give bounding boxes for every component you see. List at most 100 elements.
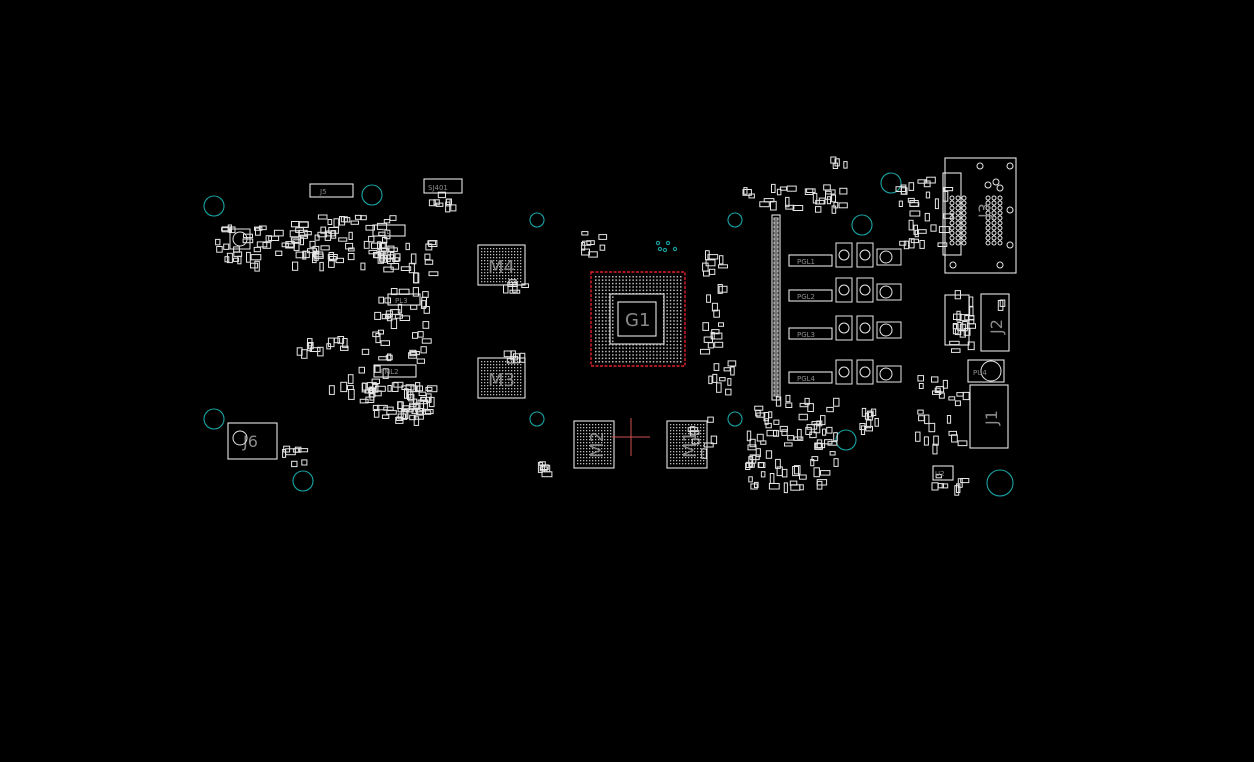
m3-label: M3 — [488, 370, 515, 391]
pgl3-outline[interactable] — [788, 327, 833, 340]
ball — [703, 427, 705, 429]
ball — [520, 275, 522, 277]
pgl1-outline[interactable] — [788, 254, 833, 267]
m4-chip[interactable]: M4 — [477, 244, 526, 286]
ball — [697, 430, 699, 432]
m1-chip[interactable]: M1 — [666, 420, 708, 469]
ball — [586, 430, 588, 432]
ball — [604, 424, 606, 426]
ball — [583, 436, 585, 438]
smd-pad — [256, 241, 268, 248]
smd-pad — [307, 248, 317, 254]
ball — [632, 276, 634, 278]
ball — [598, 439, 600, 441]
ball — [514, 254, 516, 256]
ball — [679, 457, 681, 459]
m3-chip[interactable]: M3 — [477, 357, 526, 399]
ball — [673, 279, 675, 281]
ball — [691, 442, 693, 444]
ball — [520, 376, 522, 378]
smd-pad — [745, 461, 753, 468]
g1-gpu[interactable]: G1 — [590, 271, 686, 367]
ball — [514, 269, 516, 271]
ball — [607, 460, 609, 462]
ball — [669, 330, 672, 332]
j3-pin — [961, 210, 967, 216]
mosfet-pad — [838, 322, 850, 334]
ball — [673, 333, 675, 336]
ball — [487, 272, 489, 274]
ball — [502, 388, 504, 390]
mounting-hole — [727, 212, 743, 228]
smd-pad — [933, 435, 939, 446]
smd-pad — [582, 240, 592, 246]
ball — [601, 357, 604, 360]
ball — [605, 316, 607, 319]
j3-connector[interactable]: J3 — [944, 157, 1017, 274]
smd-pad — [798, 413, 808, 421]
sj401-outline[interactable] — [423, 178, 463, 194]
j6-outline[interactable] — [227, 422, 278, 460]
smd-pad — [938, 392, 945, 399]
smd-pad — [382, 368, 389, 379]
ball — [598, 306, 600, 309]
smd-pad — [273, 229, 284, 237]
ball — [586, 454, 588, 456]
ball — [505, 263, 507, 265]
ball — [505, 266, 507, 268]
ball — [676, 293, 679, 295]
ball — [642, 357, 645, 360]
ball — [595, 430, 597, 432]
ball — [605, 276, 607, 278]
ball — [511, 257, 513, 259]
pl3-outline[interactable] — [387, 293, 421, 306]
ball — [502, 367, 504, 369]
smd-pad — [221, 227, 229, 232]
smd-pad — [787, 435, 795, 441]
ball — [499, 251, 501, 253]
ball — [680, 286, 682, 288]
ball — [608, 313, 611, 315]
j2-connector[interactable]: J2 — [980, 293, 1010, 352]
connector-pin — [773, 277, 779, 281]
ball — [481, 257, 483, 259]
smd-pad — [333, 337, 341, 344]
ball — [508, 272, 510, 274]
vertical-connector[interactable] — [771, 214, 781, 401]
ball — [505, 278, 507, 280]
ball — [514, 266, 516, 268]
smd-pad — [428, 271, 439, 277]
j1-connector[interactable]: J1 — [969, 384, 1009, 449]
ball — [670, 442, 672, 444]
smd-pad — [710, 331, 715, 340]
pu4-part[interactable]: PU4 — [967, 359, 1005, 383]
ball — [680, 350, 682, 353]
pgl2-outline[interactable] — [788, 289, 833, 302]
pl-outline[interactable] — [372, 224, 406, 237]
m2-chip[interactable]: M2 — [573, 420, 615, 469]
ball — [612, 299, 614, 302]
ball — [635, 347, 638, 349]
smd-pad — [779, 425, 788, 432]
ball — [601, 279, 604, 281]
ball — [520, 385, 522, 387]
pml2-outline[interactable] — [373, 364, 417, 378]
smd-pad — [954, 328, 962, 336]
ball — [703, 442, 705, 444]
smd-pad — [918, 383, 924, 389]
ball — [669, 350, 672, 353]
ball — [595, 457, 597, 459]
ball — [508, 388, 510, 390]
ball — [487, 269, 489, 271]
u2-part[interactable]: U2 — [932, 465, 954, 481]
ball — [502, 373, 504, 375]
j5-outline[interactable] — [309, 183, 354, 198]
smd-pad — [937, 242, 948, 247]
smd-pad — [969, 305, 974, 317]
pgl4-outline[interactable] — [788, 371, 833, 384]
ball — [595, 350, 597, 353]
ball — [703, 445, 705, 447]
ball — [580, 427, 582, 429]
ball — [700, 457, 702, 459]
